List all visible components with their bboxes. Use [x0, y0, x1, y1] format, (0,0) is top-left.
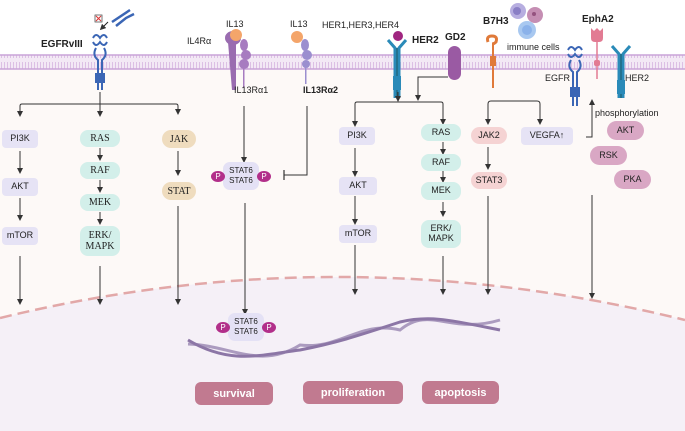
- b7h3-receptor: [486, 34, 498, 88]
- her2-right-label: HER2: [625, 73, 650, 83]
- b7h3-label: B7H3: [483, 16, 509, 27]
- her2-receptor: [386, 39, 408, 98]
- il13-label-a: IL13: [226, 19, 244, 29]
- stat6-bottom: STAT6: [229, 176, 253, 185]
- mek-node-1: MEK: [80, 194, 120, 211]
- il13ra2-receptor: [301, 39, 312, 84]
- outcome-survival: survival: [195, 382, 273, 405]
- nucleus: [0, 276, 685, 431]
- gd2-antigen: [448, 46, 461, 80]
- ras-node-1: RAS: [80, 130, 120, 147]
- egfr-receptor: [567, 46, 583, 106]
- raf-node-2: RAF: [421, 154, 461, 171]
- phosphorylation-label: phosphorylation: [595, 108, 659, 118]
- her-family-label: HER1,HER3,HER4: [322, 20, 400, 30]
- raf-node-1: RAF: [80, 162, 120, 179]
- egfrviii-label: EGFRvIII: [41, 39, 83, 50]
- immune-cells-icon: [510, 3, 543, 39]
- mek-node-2: MEK: [421, 182, 461, 200]
- egfr-label: EGFR: [545, 73, 571, 83]
- il13-ligand-2: [291, 31, 303, 43]
- erk-mapk-node-2: ERK/ MAPK: [421, 220, 461, 248]
- pi3k-node-2: PI3K: [339, 127, 375, 145]
- phospho-icon: P: [257, 171, 271, 182]
- pi3k-node-1: PI3K: [2, 130, 38, 148]
- rsk-node: RSK: [590, 146, 627, 165]
- jak-node: JAK: [162, 130, 196, 148]
- dna-helix: [187, 317, 501, 358]
- phospho-icon: P: [216, 322, 230, 333]
- akt-node-3: AKT: [607, 121, 644, 140]
- immune-cells-label: immune cells: [507, 42, 560, 52]
- her-ligand: [393, 31, 403, 41]
- nuclear-stat6-top: STAT6: [234, 317, 258, 327]
- jak2-node: JAK2: [471, 127, 507, 144]
- antibody-icon: [111, 8, 135, 27]
- ras-node-2: RAS: [421, 124, 461, 141]
- outcome-proliferation: proliferation: [303, 381, 403, 404]
- cell-membrane: [0, 55, 685, 69]
- akt-node-1: AKT: [2, 178, 38, 196]
- pka-node: PKA: [614, 170, 651, 189]
- il13ra2-label: IL13Rα2: [303, 85, 339, 95]
- stat6-top: STAT6: [229, 166, 253, 176]
- epha2-label: EphA2: [582, 14, 614, 25]
- vegfa-node: VEGFA↑: [521, 127, 573, 145]
- il13ra1-receptor: [239, 39, 251, 88]
- erk-mapk-node-1: ERK/ MAPK: [80, 226, 120, 256]
- il4ra-label: IL4Rα: [187, 36, 212, 46]
- stat6-dimer-complex: STAT6 STAT6 P P: [211, 162, 271, 190]
- mtor-node-1: mTOR: [2, 227, 38, 245]
- epha2-receptor: [591, 28, 603, 79]
- il13-label-b: IL13: [290, 19, 308, 29]
- her2-right-receptor: [610, 45, 632, 98]
- nuclear-stat6-dimer: STAT6 STAT6 P P: [216, 313, 276, 341]
- akt-node-2: AKT: [339, 177, 377, 195]
- inhibition-line: [284, 106, 308, 176]
- nuclear-membrane: [0, 275, 685, 322]
- outcome-apoptosis: apoptosis: [422, 381, 499, 404]
- mtor-node-2: mTOR: [339, 225, 377, 243]
- il13ra1-label: IL13Rα1: [234, 85, 269, 95]
- phospho-icon: P: [262, 322, 276, 333]
- egfrviii-receptor: [92, 34, 108, 90]
- phospho-icon: P: [211, 171, 225, 182]
- stat-node: STAT: [162, 182, 196, 200]
- gd2-label: GD2: [445, 32, 466, 43]
- stat3-node: STAT3: [471, 172, 507, 189]
- her2-label: HER2: [412, 35, 439, 46]
- nuclear-stat6-bottom: STAT6: [234, 327, 258, 336]
- il13-ligand: [230, 29, 242, 41]
